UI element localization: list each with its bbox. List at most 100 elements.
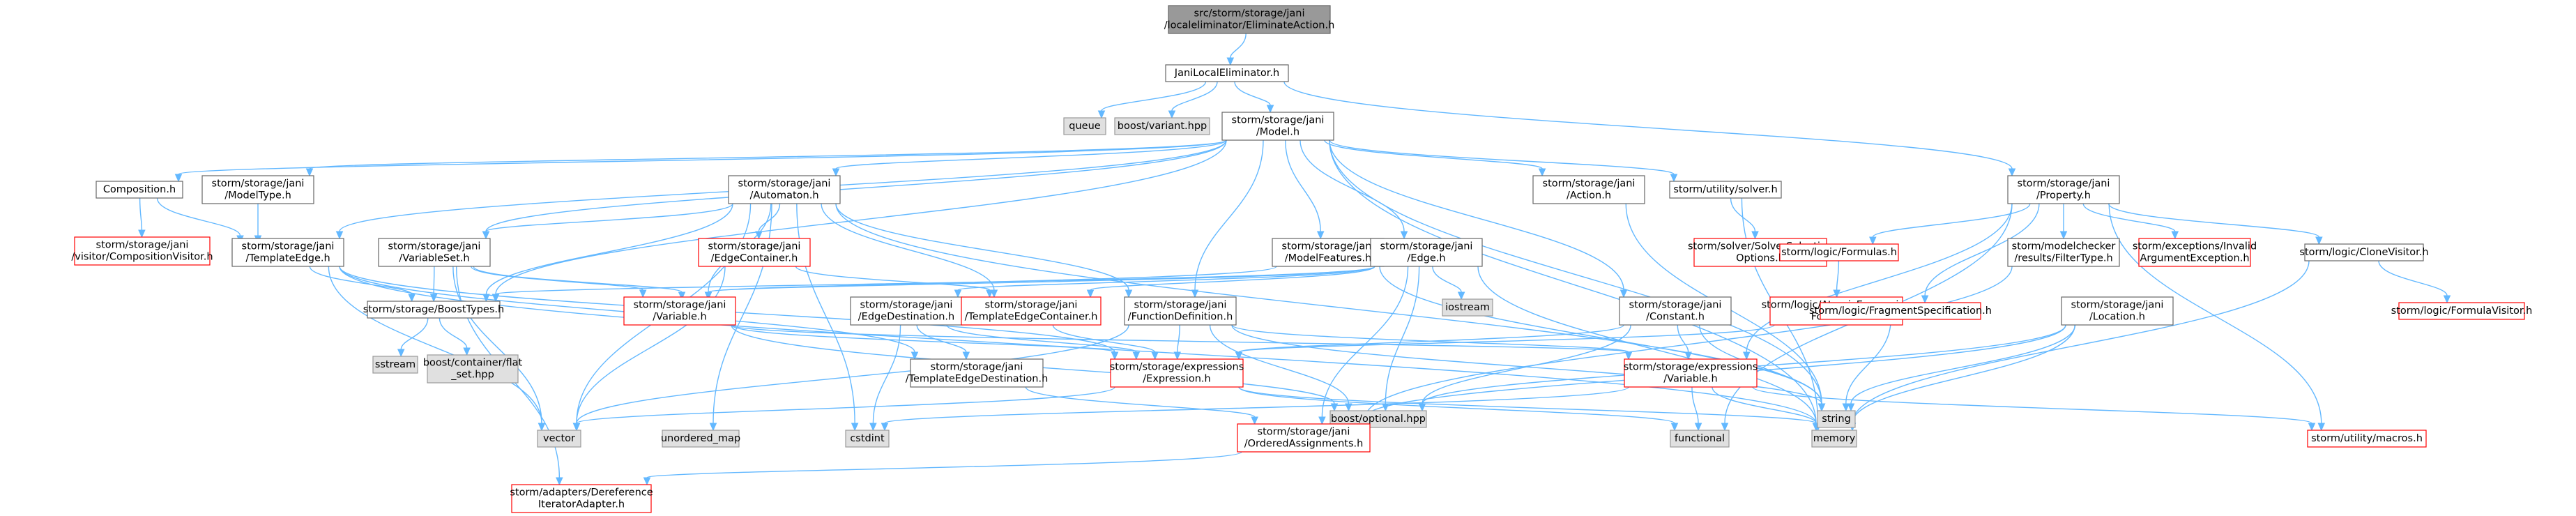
- node-label: storm/logic/FragmentSpecification.h: [1809, 305, 1992, 317]
- edge-arrowhead: [1330, 403, 1339, 412]
- edge-edgedest-to-cstdint: [869, 324, 901, 432]
- node-box: [1670, 430, 1730, 448]
- node-root[interactable]: src/storm/storage/jani/localeliminator/E…: [1164, 5, 1335, 34]
- edge-edge-to-set: [704, 266, 1375, 301]
- node-box: [2007, 238, 2120, 267]
- node-property[interactable]: storm/storage/jani/Property.h: [2007, 175, 2120, 204]
- node-box: [1272, 238, 1385, 267]
- node-edgedest[interactable]: storm/storage/jani/EdgeDestination.h: [850, 296, 963, 326]
- edge-model-to-modelfeatures: [1285, 139, 1325, 240]
- edge-location-to-memory: [1848, 324, 2075, 432]
- edge-line: [731, 324, 1115, 353]
- node-label: /Property.h: [2036, 190, 2091, 202]
- node-variableset[interactable]: storm/storage/jani/VariableSet.h: [378, 238, 491, 267]
- edge-edge-to-orderedassign: [1318, 266, 1409, 425]
- node-queue[interactable]: queue: [1063, 117, 1106, 135]
- node-label: queue: [1069, 121, 1101, 132]
- edge-jvariable-to-expression: [731, 324, 1119, 361]
- edge-line: [1194, 139, 1264, 291]
- node-cstdint[interactable]: cstdint: [845, 430, 890, 448]
- node-functional[interactable]: functional: [1670, 430, 1730, 448]
- node-memory[interactable]: memory: [1811, 430, 1857, 448]
- edge-line: [1329, 139, 1624, 291]
- node-compvisitor[interactable]: storm/storage/jani/visitor/CompositionVi…: [71, 236, 213, 266]
- node-unordered_map[interactable]: unordered_map: [661, 430, 740, 448]
- node-modeltype[interactable]: storm/storage/jani/ModelType.h: [201, 175, 314, 204]
- node-label: storm/storage/expressions: [1110, 362, 1244, 373]
- node-label: storm/storage/jani: [212, 179, 305, 190]
- node-label: storm/storage/jani: [985, 300, 1078, 311]
- edge-line: [1852, 324, 2075, 424]
- edge-line: [1238, 386, 1675, 424]
- edge-exprvariable-to-functional: [1691, 386, 1702, 432]
- node-box: [1221, 112, 1334, 141]
- node-fragmentspec[interactable]: storm/logic/FragmentSpecification.h: [1809, 302, 1992, 320]
- node-box: [1124, 296, 1237, 326]
- node-exprvariable[interactable]: storm/storage/expressions/Variable.h: [1624, 358, 1758, 388]
- node-modelfeatures[interactable]: storm/storage/jani/ModelFeatures.h: [1272, 238, 1385, 267]
- edge-edge-to-memory: [1477, 266, 1820, 432]
- node-deref[interactable]: storm/adapters/DereferenceIteratorAdapte…: [510, 484, 653, 513]
- node-composition[interactable]: Composition.h: [96, 181, 183, 199]
- edge-constant-to-expression: [1235, 324, 1624, 361]
- node-jle[interactable]: JaniLocalEliminator.h: [1165, 64, 1289, 82]
- node-box: [367, 301, 501, 319]
- node-box: [910, 358, 1044, 388]
- node-templateedge[interactable]: storm/storage/jani/TemplateEdge.h: [231, 238, 344, 267]
- edge-arrowhead: [1097, 110, 1106, 119]
- node-constant[interactable]: storm/storage/jani/Constant.h: [1619, 296, 1732, 326]
- node-label: storm/exceptions/Invalid: [2133, 241, 2257, 252]
- edge-variableset-to-set: [473, 266, 686, 301]
- node-label: storm/utility/solver.h: [1673, 184, 1777, 195]
- edge-line: [2108, 203, 2320, 238]
- node-invalidarg[interactable]: storm/exceptions/InvalidArgumentExceptio…: [2133, 238, 2257, 267]
- edge-line: [821, 203, 995, 291]
- edge-arrowhead: [1111, 351, 1119, 361]
- node-jvariable[interactable]: storm/storage/jani/Variable.h: [623, 296, 736, 326]
- node-templateedgedest[interactable]: storm/storage/jani/TemplateEdgeDestinati…: [906, 358, 1049, 388]
- node-vector[interactable]: vector: [537, 430, 581, 448]
- edge-property-to-filtertype: [2059, 203, 2068, 240]
- node-edge[interactable]: storm/storage/jani/Edge.h: [1370, 238, 1483, 267]
- node-label: _set.hpp: [450, 370, 494, 381]
- node-automaton[interactable]: storm/storage/jani/Automaton.h: [728, 175, 841, 204]
- node-flatset[interactable]: boost/container/flat_set.hpp: [423, 354, 523, 384]
- node-edgecontainer[interactable]: storm/storage/jani/EdgeContainer.h: [698, 238, 811, 267]
- edge-line: [309, 266, 413, 295]
- edge-arrowhead: [990, 289, 998, 298]
- node-functiondef[interactable]: storm/storage/jani/FunctionDefinition.h: [1124, 296, 1237, 326]
- node-label: /EdgeContainer.h: [711, 253, 798, 264]
- node-sstream[interactable]: sstream: [372, 356, 418, 374]
- node-location[interactable]: storm/storage/jani/Location.h: [2061, 296, 2174, 326]
- node-label: /Location.h: [2089, 312, 2145, 323]
- node-solver[interactable]: storm/utility/solver.h: [1669, 181, 1782, 199]
- edge-arrowhead: [639, 289, 647, 298]
- node-string[interactable]: string: [1817, 410, 1856, 428]
- node-formulavisitor[interactable]: storm/logic/FormulaVisitor.h: [2391, 302, 2533, 320]
- edge-expression-to-vector: [572, 386, 1115, 432]
- edge-line: [576, 386, 1115, 424]
- edge-arrowhead: [1418, 403, 1426, 412]
- node-boosttypes[interactable]: storm/storage/BoostTypes.h: [363, 301, 504, 319]
- node-box: [2398, 302, 2525, 320]
- node-label: /ModelFeatures.h: [1285, 253, 1372, 264]
- node-label: /FunctionDefinition.h: [1128, 312, 1233, 323]
- node-action[interactable]: storm/storage/jani/Action.h: [1532, 175, 1645, 204]
- edge-arrowhead: [1173, 351, 1182, 361]
- node-templateedgecont[interactable]: storm/storage/jani/TemplateEdgeContainer…: [961, 296, 1102, 326]
- node-model[interactable]: storm/storage/jani/Model.h: [1221, 112, 1334, 141]
- node-variant[interactable]: boost/variant.hpp: [1114, 117, 1210, 135]
- node-box: [728, 175, 841, 204]
- node-orderedassign[interactable]: storm/storage/jani/OrderedAssignments.h: [1237, 423, 1371, 453]
- node-macros[interactable]: storm/utility/macros.h: [2307, 430, 2427, 448]
- node-iostream[interactable]: iostream: [1442, 298, 1493, 317]
- node-clonevisitor[interactable]: storm/logic/CloneVisitor.h: [2299, 243, 2429, 261]
- node-expression[interactable]: storm/storage/expressions/Expression.h: [1110, 358, 1244, 388]
- node-box: [372, 356, 418, 374]
- node-filtertype[interactable]: storm/modelchecker/results/FilterType.h: [2007, 238, 2120, 267]
- edge-line: [439, 317, 468, 349]
- node-formulas[interactable]: storm/logic/Formulas.h: [1779, 243, 1899, 261]
- edge-arrowhead: [954, 289, 962, 298]
- node-label: /VariableSet.h: [399, 253, 469, 264]
- edge-arrowhead: [1191, 289, 1199, 298]
